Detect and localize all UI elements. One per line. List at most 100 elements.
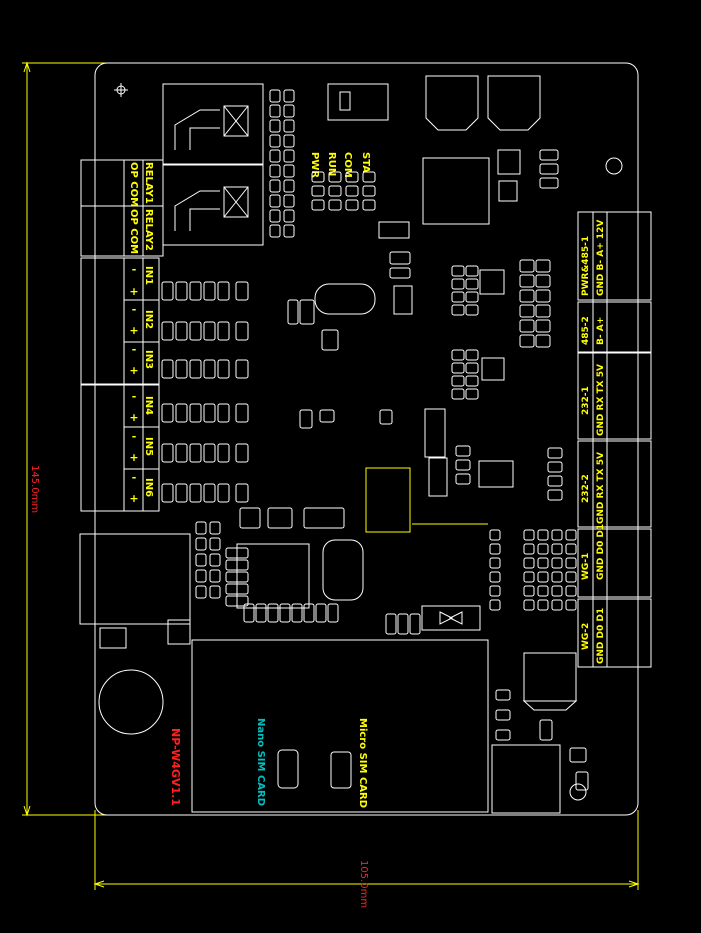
- board-model-label: NP-W4GV1.1: [169, 728, 182, 806]
- passive-pad: [547, 489, 563, 501]
- passive-pad: [489, 585, 501, 597]
- passive-pad: [489, 599, 501, 611]
- passive-pad: [551, 599, 563, 611]
- passive-pad: [235, 483, 249, 503]
- passive-pad: [195, 569, 207, 583]
- passive-pad: [299, 299, 315, 325]
- passive-pad: [575, 771, 589, 791]
- passive-pad: [203, 403, 216, 423]
- passive-pad: [565, 529, 577, 541]
- input-terminals: [80, 257, 160, 512]
- passive-pad: [269, 224, 281, 238]
- passive-pad: [535, 334, 551, 348]
- passive-pad: [389, 267, 411, 279]
- passive-pad: [161, 321, 174, 341]
- conn-485-2-name: 485-2: [581, 316, 591, 345]
- passive-pad: [362, 199, 376, 211]
- passive-pad: [195, 521, 207, 535]
- passive-pad: [203, 443, 216, 463]
- passive-pad: [519, 274, 535, 288]
- passive-pad: [465, 388, 479, 400]
- relay1-pins: OP COM: [128, 162, 139, 207]
- passive-pad: [547, 475, 563, 487]
- width-dimension-label: 105.0mm: [358, 860, 369, 908]
- passive-pad: [465, 304, 479, 316]
- passive-pad: [279, 603, 291, 623]
- svg-text:+: +: [129, 364, 138, 377]
- passive-pad: [495, 709, 511, 721]
- micro-sim-label: Micro SIM CARD: [357, 718, 368, 808]
- passive-pad: [189, 483, 202, 503]
- svg-text:+: +: [129, 324, 138, 337]
- svg-text:-: -: [132, 430, 137, 443]
- passive-pad: [239, 507, 261, 529]
- passive-pad: [535, 259, 551, 273]
- passive-pad: [311, 199, 325, 211]
- height-dimension-label: 145.0mm: [29, 465, 40, 513]
- passive-pad: [269, 89, 281, 103]
- passive-pad: [217, 443, 230, 463]
- passive-pad: [203, 359, 216, 379]
- passive-pad: [465, 375, 479, 387]
- passive-pad: [175, 321, 188, 341]
- passive-pad: [269, 164, 281, 178]
- passive-pad: [345, 185, 359, 197]
- passive-pad: [565, 543, 577, 555]
- passive-pad: [465, 265, 479, 277]
- svg-text:-: -: [132, 471, 137, 484]
- passive-pad: [455, 459, 471, 471]
- passive-pad: [362, 185, 376, 197]
- passive-pad: [523, 529, 535, 541]
- conn-232-2-pins: GND RX TX 5V: [596, 452, 606, 524]
- relay2-pins: OP COM: [128, 209, 139, 254]
- passive-pad: [379, 409, 393, 425]
- passive-pad: [451, 265, 465, 277]
- svg-text:-: -: [132, 263, 137, 276]
- passive-pad: [161, 281, 174, 301]
- passive-pad: [283, 134, 295, 148]
- passive-pad: [551, 585, 563, 597]
- nano-sim-label: Nano SIM CARD: [255, 718, 266, 806]
- passive-pad: [451, 362, 465, 374]
- right-connector-labels: PWR&485-1 GND B- A+ 12V 485-2 B- A+ 232-…: [581, 220, 606, 664]
- passive-pad: [269, 209, 281, 223]
- passive-pad: [235, 281, 249, 301]
- input-label-in6: IN6: [143, 478, 154, 497]
- passive-pad: [267, 507, 293, 529]
- passive-pad: [255, 603, 267, 623]
- conn-wg-2-pins: GND D0 D1: [596, 608, 606, 664]
- passive-pad: [283, 209, 295, 223]
- passive-pad: [345, 171, 359, 183]
- passive-pad: [523, 585, 535, 597]
- passive-pad: [243, 603, 255, 623]
- passive-pad: [235, 321, 249, 341]
- passive-pad: [225, 571, 249, 583]
- passive-pad: [283, 89, 295, 103]
- passive-pad: [203, 321, 216, 341]
- led-label-pwr: PWR: [309, 152, 320, 178]
- passive-pad: [537, 585, 549, 597]
- passive-pad: [455, 473, 471, 485]
- passive-pad: [209, 521, 221, 535]
- dimension-lines: [22, 61, 640, 890]
- passive-pad: [327, 603, 339, 623]
- passive-pad: [225, 583, 249, 595]
- passive-pad: [203, 483, 216, 503]
- passive-pad: [189, 321, 202, 341]
- passive-pad: [175, 359, 188, 379]
- passive-pad: [175, 281, 188, 301]
- passive-pad: [209, 553, 221, 567]
- passive-pad: [283, 104, 295, 118]
- passive-pad: [269, 149, 281, 163]
- passive-pad: [225, 595, 249, 607]
- passive-pad: [217, 483, 230, 503]
- passive-pad: [319, 409, 335, 423]
- passive-pad: [161, 443, 174, 463]
- passive-pad: [519, 289, 535, 303]
- passive-pad: [175, 443, 188, 463]
- passive-pad: [189, 359, 202, 379]
- svg-text:+: +: [129, 492, 138, 505]
- passive-pad: [283, 194, 295, 208]
- passive-pad: [235, 359, 249, 379]
- conn-232-1-name: 232-1: [581, 386, 591, 415]
